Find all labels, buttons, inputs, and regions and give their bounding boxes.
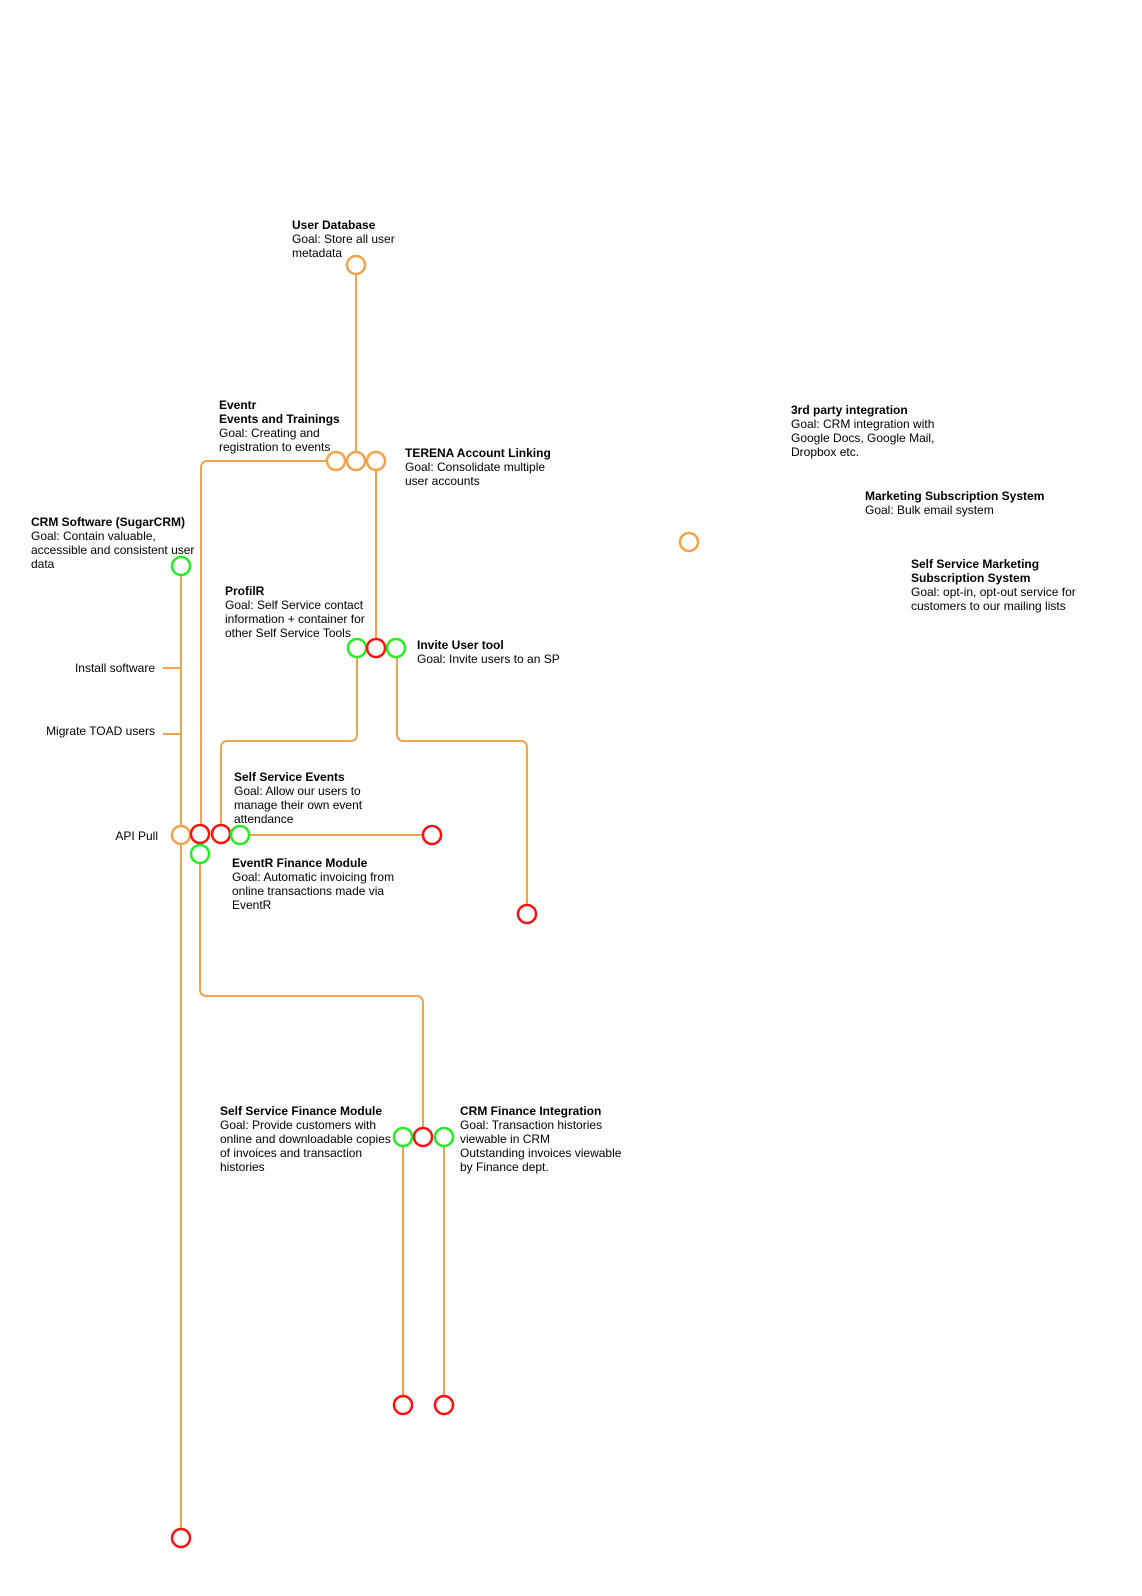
label-crm-finance: CRM Finance Integration Goal: Transactio…: [460, 1104, 640, 1174]
title-invite-user: Invite User tool: [417, 638, 504, 652]
label-self-service-finance: Self Service Finance Module Goal: Provid…: [220, 1104, 400, 1174]
connector-lines: [163, 275, 528, 1529]
node-api-pull[interactable]: [170, 824, 192, 846]
line-profilr-to-sse: [220, 658, 358, 825]
title-self-service-finance: Self Service Finance Module: [220, 1104, 383, 1118]
label-terena: TERENA Account Linking Goal: Consolidate…: [405, 446, 575, 488]
milestone-api-pull: API Pull: [115, 829, 158, 843]
node-finance-mid[interactable]: [412, 1126, 434, 1148]
goal-terena: Goal: Consolidate multiple user accounts: [405, 460, 546, 488]
line-eventr-finance: [199, 864, 424, 1128]
label-third-party: 3rd party integration Goal: CRM integrat…: [791, 403, 971, 459]
title-eventr: Eventr: [219, 398, 257, 412]
line-invite-to-end: [396, 658, 528, 905]
milestone-migrate-toad: Migrate TOAD users: [46, 724, 155, 738]
node-terena[interactable]: [365, 450, 387, 472]
node-user-database[interactable]: [345, 254, 367, 276]
node-invite-user[interactable]: [385, 637, 407, 659]
node-sse-end[interactable]: [421, 824, 443, 846]
goal-profilr: Goal: Self Service contact information +…: [225, 598, 365, 640]
title-crm-finance: CRM Finance Integration: [460, 1104, 602, 1118]
node-crm-end[interactable]: [170, 1527, 192, 1549]
goal-self-service-finance: Goal: Provide customers with online and …: [220, 1118, 391, 1174]
title-user-database: User Database: [292, 218, 376, 232]
label-profilr: ProfilR Goal: Self Service contact infor…: [225, 584, 385, 640]
node-crm-software[interactable]: [170, 555, 192, 577]
title-self-service-marketing-sub: Subscription System: [911, 571, 1031, 585]
goal-user-database: Goal: Store all user metadata: [292, 232, 395, 260]
title-marketing-subscription: Marketing Subscription System: [865, 489, 1045, 503]
node-crmf-start[interactable]: [433, 1126, 455, 1148]
goal-self-service-marketing: Goal: opt-in, opt-out service for custom…: [911, 585, 1076, 613]
label-invite-user: Invite User tool Goal: Invite users to a…: [417, 638, 587, 666]
label-marketing-subscription: Marketing Subscription System Goal: Bulk…: [865, 489, 1065, 517]
label-eventr: Eventr Events and Trainings Goal: Creati…: [219, 398, 359, 454]
node-invite-end[interactable]: [516, 903, 538, 925]
node-third-party[interactable]: [678, 531, 700, 553]
node-eventr-finance[interactable]: [189, 843, 211, 865]
title-crm-software: CRM Software (SugarCRM): [31, 515, 186, 529]
title-eventr-sub: Events and Trainings: [219, 412, 340, 426]
goal-crm-software: Goal: Contain valuable, accessible and c…: [31, 529, 195, 571]
milestone-install-software: Install software: [74, 661, 155, 675]
goal-eventr-finance: Goal: Automatic invoicing from online tr…: [232, 870, 395, 912]
label-self-service-marketing: Self Service Marketing Subscription Syst…: [911, 557, 1111, 613]
title-eventr-finance: EventR Finance Module: [232, 856, 368, 870]
goal-invite-user: Goal: Invite users to an SP: [417, 652, 560, 666]
label-user-database: User Database Goal: Store all user metad…: [292, 218, 432, 260]
node-crmf-end[interactable]: [433, 1394, 455, 1416]
node-self-service-events[interactable]: [210, 823, 232, 845]
goal-crm-finance: Goal: Transaction histories viewable in …: [460, 1118, 622, 1174]
label-self-service-events: Self Service Events Goal: Allow our user…: [234, 770, 384, 826]
label-eventr-finance: EventR Finance Module Goal: Automatic in…: [232, 856, 412, 912]
title-third-party: 3rd party integration: [791, 403, 908, 417]
title-profilr: ProfilR: [225, 584, 265, 598]
node-eventr[interactable]: [325, 450, 347, 472]
node-ssf-end[interactable]: [392, 1394, 414, 1416]
node-eventr-branch[interactable]: [189, 823, 211, 845]
goal-eventr: Goal: Creating and registration to event…: [219, 426, 331, 454]
node-profilr[interactable]: [346, 637, 368, 659]
title-self-service-marketing: Self Service Marketing: [911, 557, 1040, 571]
goal-third-party: Goal: CRM integration with Google Docs, …: [791, 417, 935, 459]
goal-marketing-subscription: Goal: Bulk email system: [865, 503, 994, 517]
status-nodes: [170, 254, 700, 1549]
label-crm-software: CRM Software (SugarCRM) Goal: Contain va…: [31, 515, 206, 571]
title-terena: TERENA Account Linking: [405, 446, 551, 460]
node-eventr-mid[interactable]: [345, 450, 367, 472]
node-terena-mid[interactable]: [365, 637, 387, 659]
title-self-service-events: Self Service Events: [234, 770, 345, 784]
line-eventr-to-api: [200, 460, 326, 825]
node-ssf-start[interactable]: [392, 1126, 414, 1148]
goal-self-service-events: Goal: Allow our users to manage their ow…: [234, 784, 363, 826]
node-sse-start[interactable]: [229, 824, 251, 846]
